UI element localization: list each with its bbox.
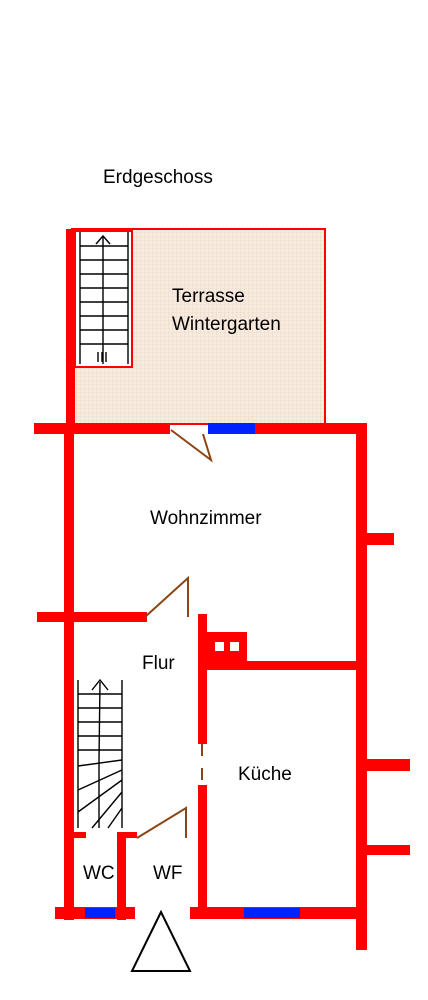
chimney-flue-1 xyxy=(215,642,224,651)
wall-right-stub-3 xyxy=(366,845,410,855)
entrance-marker xyxy=(130,909,192,972)
window-kitchen xyxy=(244,908,300,918)
room-label-wohnzimmer: Wohnzimmer xyxy=(150,508,262,529)
door-terrace xyxy=(170,429,213,463)
chimney-flue-2 xyxy=(230,642,239,651)
wall-right-stub-2 xyxy=(366,759,410,771)
room-label-kueche: Küche xyxy=(238,764,292,785)
door-wf xyxy=(136,806,187,839)
walls xyxy=(34,229,410,950)
terrace-label-line2: Wintergarten xyxy=(172,314,281,335)
wall-left-main xyxy=(64,427,74,920)
room-label-flur: Flur xyxy=(142,653,175,674)
terrace-staircase xyxy=(79,232,129,364)
terrace-label-line1: Terrasse xyxy=(172,286,245,307)
wall-left-stub xyxy=(37,612,147,622)
wall-flur-right-top xyxy=(198,614,207,744)
wall-top-right xyxy=(255,423,367,434)
wall-top-left xyxy=(34,423,170,434)
doors xyxy=(136,429,213,839)
wall-left-terrace xyxy=(66,229,75,429)
door-wohnzimmer xyxy=(144,575,189,618)
wall-wc-top xyxy=(72,832,86,838)
window-terrace xyxy=(208,423,255,434)
room-label-wc: WC xyxy=(83,863,115,884)
wall-right xyxy=(356,423,367,950)
wall-flur-right-bottom xyxy=(198,785,207,915)
plan-title: Erdgeschoss xyxy=(103,167,213,188)
window-wc xyxy=(85,908,115,918)
wall-wc-top-2 xyxy=(117,832,137,838)
wall-right-stub-1 xyxy=(366,533,394,545)
room-label-wf: WF xyxy=(153,863,183,884)
wall-kitchen-top xyxy=(207,661,359,670)
flur-staircase xyxy=(77,678,123,829)
wall-wc-right xyxy=(117,832,126,920)
